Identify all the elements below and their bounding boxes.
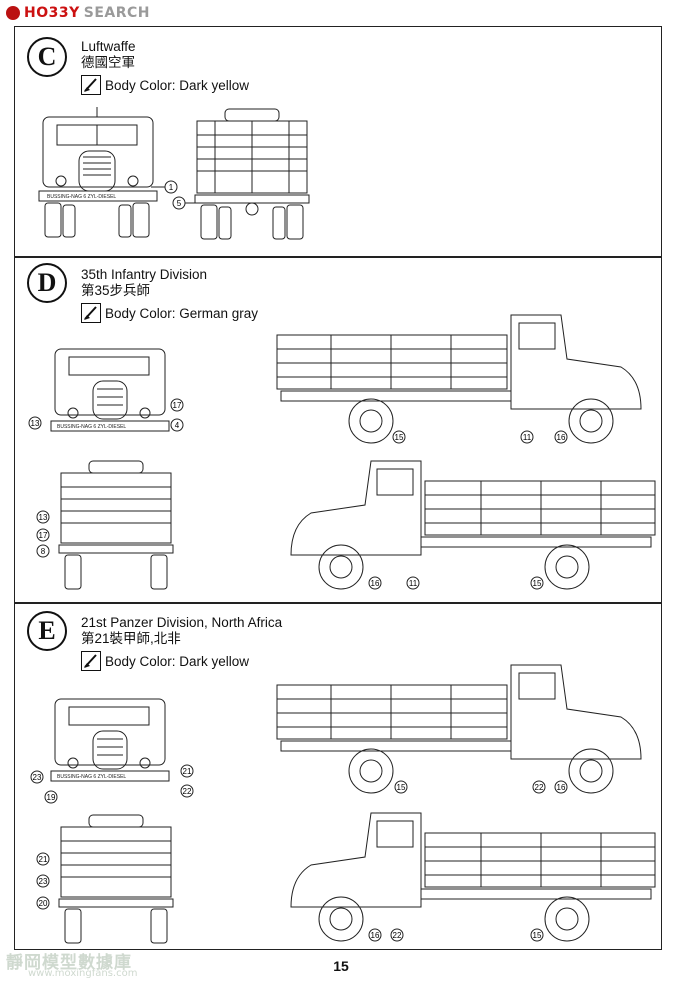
- callout: 16: [557, 783, 566, 792]
- callout: 16: [371, 931, 380, 940]
- callout: 11: [523, 433, 532, 442]
- logo-hobby-text: HO33Y: [24, 5, 80, 21]
- callout: 15: [395, 433, 404, 442]
- callout: 15: [533, 931, 542, 940]
- panel-title: 35th Infantry Division 第35步兵師: [81, 267, 207, 299]
- callout: 21: [183, 767, 192, 776]
- callout: 17: [173, 401, 182, 410]
- callout: 8: [41, 547, 46, 556]
- body-color-text: Body Color: German gray: [105, 305, 259, 321]
- callout: 19: [47, 793, 56, 802]
- callout: 23: [39, 877, 48, 886]
- truck-front-view: BUSSING-NAG 6 ZYL-DIESEL 23 21 19 22: [30, 698, 194, 804]
- front-plate-text: BUSSING-NAG 6 ZYL-DIESEL: [57, 424, 126, 430]
- callout: 17: [39, 531, 48, 540]
- callout: 23: [33, 773, 42, 782]
- truck-rear-view: 5: [172, 108, 310, 240]
- callout: 15: [397, 783, 406, 792]
- logo-icon: [6, 6, 20, 20]
- panel-c: C Luftwaffe 德國空軍 Body Color: Dark yellow…: [14, 26, 662, 258]
- logo-search-text: SEARCH: [83, 5, 151, 21]
- title-cn: 第35步兵師: [81, 283, 151, 298]
- body-color-text: Body Color: Dark yellow: [105, 77, 250, 93]
- title-en: 35th Infantry Division: [81, 267, 208, 282]
- callout: 22: [183, 787, 192, 796]
- title-en: Luftwaffe: [81, 39, 136, 54]
- truck-front-view: BUSSING-NAG 6 ZYL-DIESEL 13 17 4: [28, 348, 184, 432]
- callout: 5: [177, 199, 182, 208]
- panel-letter: C: [27, 37, 67, 77]
- panel-title: Luftwaffe 德國空軍: [81, 39, 136, 71]
- title-cn: 德國空軍: [81, 55, 135, 70]
- panel-d: D 35th Infantry Division 第35步兵師 Body Col…: [14, 256, 662, 604]
- paint-brush-icon: [81, 303, 101, 323]
- panel-letter: E: [27, 611, 67, 651]
- callout: 4: [175, 421, 180, 430]
- callout: 15: [533, 579, 542, 588]
- panel-title: 21st Panzer Division, North Africa 第21裝甲…: [81, 615, 282, 647]
- watermark-url: www.moxingfans.com: [28, 968, 138, 979]
- callout: 22: [535, 783, 544, 792]
- truck-side-view: 15 22 16: [276, 664, 642, 794]
- title-cn: 第21裝甲師,北非: [81, 631, 181, 646]
- paint-brush-icon: [81, 651, 101, 671]
- callout: 13: [31, 419, 40, 428]
- paint-brush-icon: [81, 75, 101, 95]
- watermark-cn: 靜岡模型數據庫: [6, 953, 132, 973]
- body-color-text: Body Color: Dark yellow: [105, 653, 250, 669]
- hobbysearch-logo: HO33Y SEARCH: [6, 4, 150, 22]
- callout: 11: [409, 579, 418, 588]
- truck-side-view: 15 11 16: [276, 314, 642, 444]
- page-number: 15: [333, 958, 349, 974]
- title-en: 21st Panzer Division, North Africa: [81, 615, 283, 630]
- callout: 1: [169, 183, 174, 192]
- body-color: Body Color: Dark yellow: [81, 75, 249, 95]
- callout: 13: [39, 513, 48, 522]
- panel-e: E 21st Panzer Division, North Africa 第21…: [14, 602, 662, 950]
- panel-letter: D: [27, 263, 67, 303]
- truck-side-view: 16 22 15: [290, 812, 656, 942]
- truck-rear-view: 21 23 20: [36, 814, 174, 944]
- body-color: Body Color: Dark yellow: [81, 651, 249, 671]
- front-plate-text: BUSSING-NAG 6 ZYL-DIESEL: [47, 194, 116, 200]
- callout: 16: [371, 579, 380, 588]
- callout: 21: [39, 855, 48, 864]
- truck-front-view: BUSSING-NAG 6 ZYL-DIESEL 1: [38, 107, 178, 238]
- callout: 16: [557, 433, 566, 442]
- body-color: Body Color: German gray: [81, 303, 258, 323]
- front-plate-text: BUSSING-NAG 6 ZYL-DIESEL: [57, 774, 126, 780]
- truck-rear-view: 13 17 8: [36, 460, 174, 590]
- truck-side-view: 16 11 15: [290, 460, 656, 590]
- callout: 22: [393, 931, 402, 940]
- callout: 20: [39, 899, 48, 908]
